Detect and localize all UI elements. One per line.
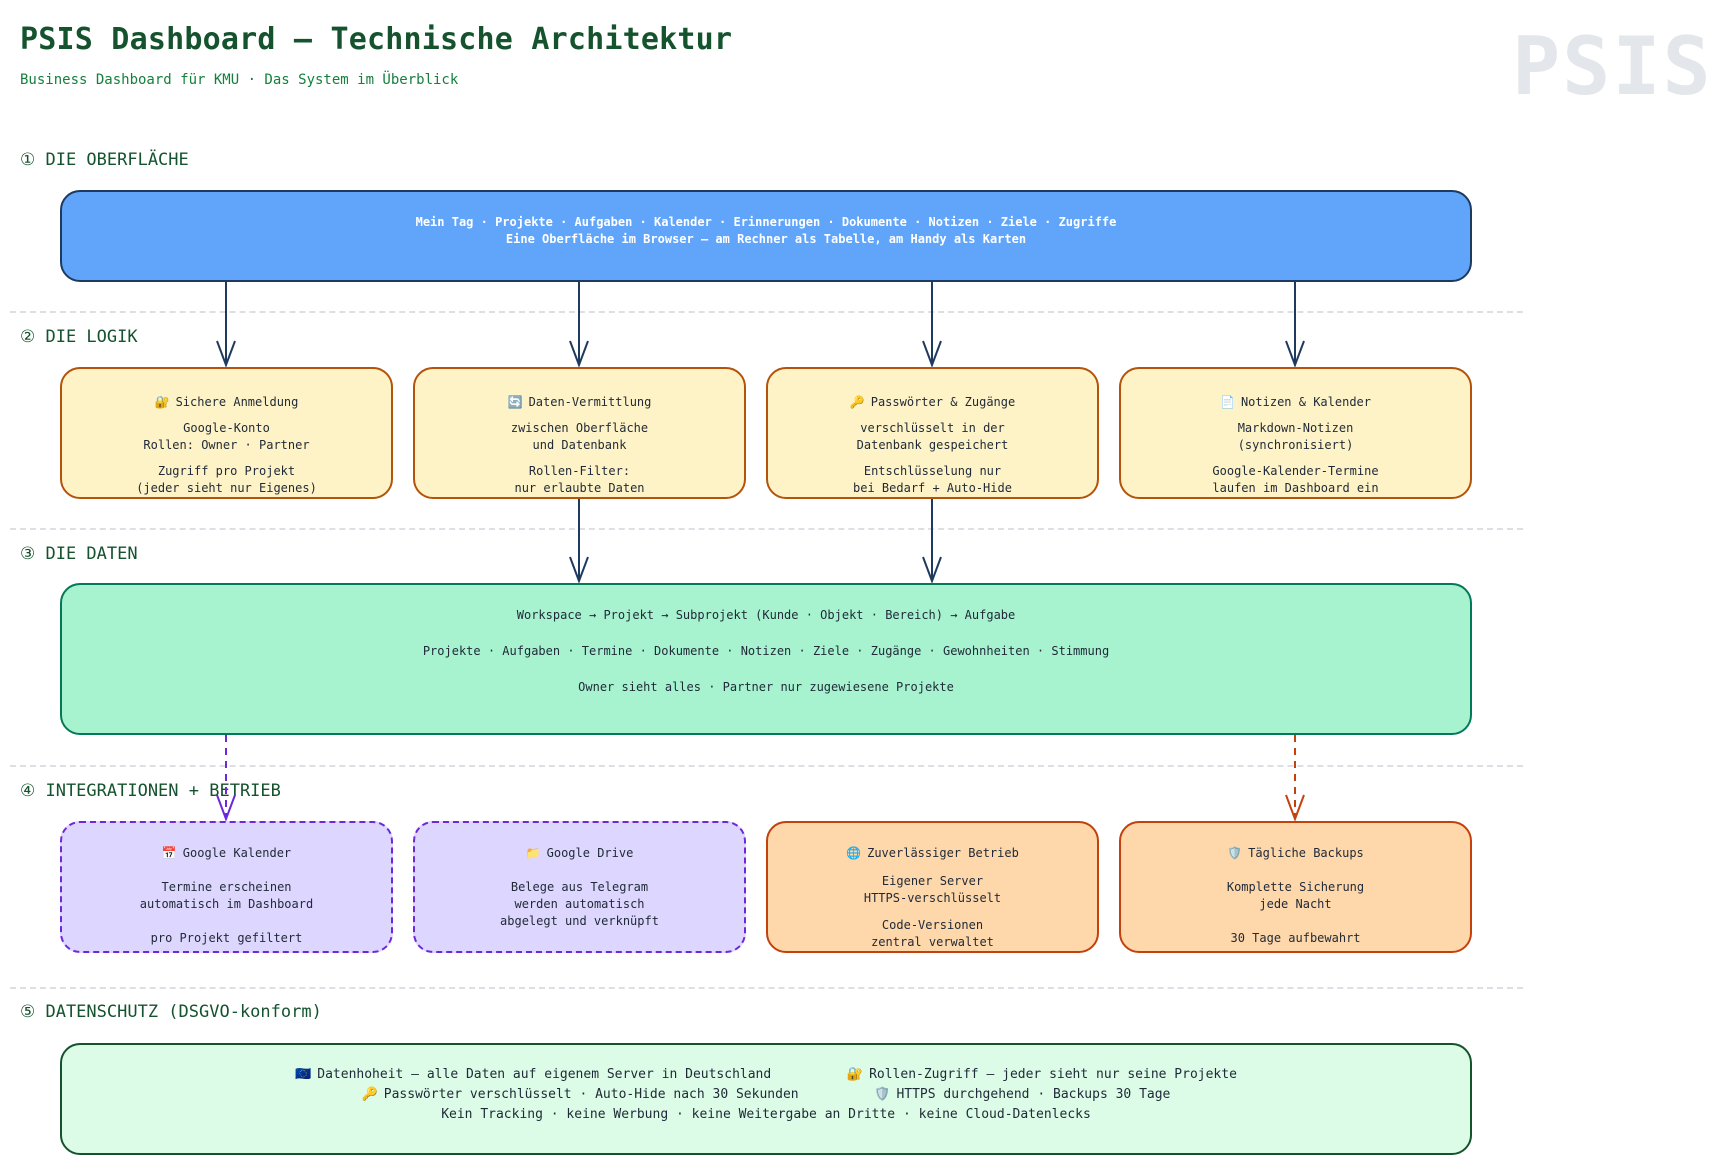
section-label-logic: ② DIE LOGIK (20, 327, 138, 347)
logic-text: und Datenbank (532, 438, 627, 452)
section-label-privacy: ⑤ DATENSCHUTZ (DSGVO-konform) (20, 1002, 322, 1022)
integration-title: Google Kalender (182, 846, 292, 860)
arrowhead-auth (216, 340, 236, 368)
ui-description: Eine Oberfläche im Browser — am Rechner … (505, 232, 1027, 246)
logic-title: Passwörter & Zugänge (870, 395, 1016, 409)
data-layer-box: Workspace → Projekt → Subprojekt (Kunde … (60, 583, 1472, 735)
logic-text: laufen im Dashboard ein (1212, 481, 1379, 495)
ui-nav-items: Mein Tag · Projekte · Aufgaben · Kalende… (415, 215, 1117, 229)
shield-icon: 🛡️ (1227, 846, 1243, 860)
folder-icon: 📁 (525, 846, 541, 860)
privacy-text: Rollen-Zugriff — jeder sieht nur seine P… (869, 1067, 1237, 1082)
logic-text: verschlüsselt in der (860, 421, 1005, 435)
lock-key-icon: 🔐 (846, 1067, 864, 1082)
document-icon: 📄 (1220, 395, 1235, 409)
data-hierarchy: Workspace → Projekt → Subprojekt (Kunde … (516, 608, 1016, 622)
ops-text: Eigener Server (881, 873, 984, 888)
logic-title: Sichere Anmeldung (175, 395, 299, 409)
section-divider (10, 528, 1523, 530)
logic-text: Zugriff pro Projekt (157, 464, 296, 478)
logic-text: Markdown-Notizen (1237, 421, 1354, 435)
logic-text: bei Bedarf + Auto-Hide (853, 481, 1012, 495)
ops-text: Code-Versionen (881, 918, 984, 932)
globe-icon: 🌐 (846, 846, 862, 860)
integration-text: automatisch im Dashboard (139, 897, 314, 911)
sync-icon: 🔄 (507, 395, 523, 409)
section-label-ui: ① DIE OBERFLÄCHE (20, 150, 189, 170)
logic-text: Datenbank gespeichert (856, 438, 1009, 452)
section-label-integrations: ④ INTEGRATIONEN + BETRIEB (20, 781, 281, 801)
key-icon: 🔑 (361, 1087, 378, 1102)
logic-text: (jeder sieht nur Eigenes) (136, 481, 317, 495)
page-subtitle: Business Dashboard für KMU · Das System … (20, 72, 459, 88)
key-icon: 🔑 (849, 395, 865, 409)
section-divider (10, 311, 1523, 313)
integration-box-drive: 📁 Google Drive Belege aus Telegram werden… (413, 821, 746, 953)
calendar-icon: 📅 (161, 846, 177, 860)
integration-box-calendar: 📅 Google Kalender Termine erscheinen auto… (60, 821, 393, 953)
privacy-box: 🇪🇺 Datenhoheit — alle Daten auf eigenem S… (60, 1043, 1472, 1155)
logic-text: Entschlüsselung nur (863, 464, 1002, 478)
integration-text: pro Projekt gefiltert (150, 931, 303, 945)
arrowhead-api (569, 340, 589, 368)
logic-text: Rollen-Filter: (528, 464, 631, 478)
logic-title: Daten-Vermittlung (528, 395, 652, 409)
logic-title: Notizen & Kalender (1240, 395, 1371, 409)
integration-text: abgelegt und verknüpft (500, 914, 659, 928)
integration-text: Termine erscheinen (161, 880, 292, 894)
ops-text: Komplette Sicherung (1226, 880, 1365, 894)
logic-text: Rollen: Owner · Partner (143, 438, 310, 452)
arrowhead-calendar (216, 794, 236, 822)
data-entities: Projekte · Aufgaben · Termine · Dokument… (422, 644, 1110, 658)
logic-text: nur erlaubte Daten (514, 481, 645, 495)
ops-text: jede Nacht (1259, 897, 1332, 911)
arrowhead-api-data (569, 556, 589, 584)
logic-text: Google-Kalender-Termine (1212, 464, 1379, 478)
eu-flag-icon: 🇪🇺 (295, 1067, 312, 1082)
privacy-row: Kein Tracking · keine Werbung · keine We… (441, 1107, 1091, 1122)
section-divider (10, 987, 1523, 989)
arrowhead-notes (1285, 340, 1305, 368)
ops-text: 30 Tage aufbewahrt (1230, 931, 1361, 945)
logic-text: zwischen Oberfläche (510, 421, 649, 435)
logic-text: Google-Konto (183, 421, 270, 435)
privacy-text: Datenhoheit — alle Daten auf eigenem Ser… (317, 1067, 772, 1082)
logic-box-api: 🔄 Daten-Vermittlung zwischen Oberfläche u… (413, 367, 746, 499)
integration-text: werden automatisch (514, 897, 645, 911)
integration-title: Google Drive (546, 846, 634, 860)
arrowhead-backups (1285, 794, 1305, 822)
logic-text: (synchronisiert) (1237, 438, 1354, 452)
privacy-row: 🇪🇺 Datenhoheit — alle Daten auf eigenem S… (295, 1065, 1237, 1085)
privacy-row: 🔑 Passwörter verschlüsselt · Auto-Hide na… (362, 1085, 1171, 1105)
data-access: Owner sieht alles · Partner nur zugewies… (578, 680, 954, 694)
integration-text: Belege aus Telegram (510, 880, 649, 894)
ops-title: Zuverlässiger Betrieb (867, 846, 1019, 860)
shield-icon: 🛡️ (874, 1087, 891, 1102)
psis-watermark: PSIS (1512, 20, 1710, 113)
ops-title: Tägliche Backups (1248, 846, 1364, 860)
lock-key-icon: 🔐 (154, 395, 170, 409)
logic-box-notes: 📄 Notizen & Kalender Markdown-Notizen (sy… (1119, 367, 1472, 499)
section-divider (10, 765, 1523, 767)
page-title: PSIS Dashboard — Technische Architektur (20, 22, 733, 57)
ui-layer-box: Mein Tag · Projekte · Aufgaben · Kalende… (60, 190, 1472, 282)
ops-text: zentral verwaltet (871, 935, 994, 949)
ops-box-backups: 🛡️ Tägliche Backups Komplette Sicherung j… (1119, 821, 1472, 953)
ops-box-server: 🌐 Zuverlässiger Betrieb Eigener Server HT… (766, 821, 1099, 953)
logic-box-auth: 🔐 Sichere Anmeldung Google-Konto Rollen: … (60, 367, 393, 499)
privacy-text: Passwörter verschlüsselt · Auto-Hide nac… (383, 1087, 799, 1102)
section-label-data: ③ DIE DATEN (20, 544, 138, 564)
privacy-text: HTTPS durchgehend · Backups 30 Tage (896, 1087, 1171, 1102)
logic-box-passwords: 🔑 Passwörter & Zugänge verschlüsselt in d… (766, 367, 1099, 499)
arrowhead-passwords (922, 340, 942, 368)
ops-text: HTTPS-verschlüsselt (863, 890, 1002, 905)
arrowhead-passwords-data (922, 556, 942, 584)
